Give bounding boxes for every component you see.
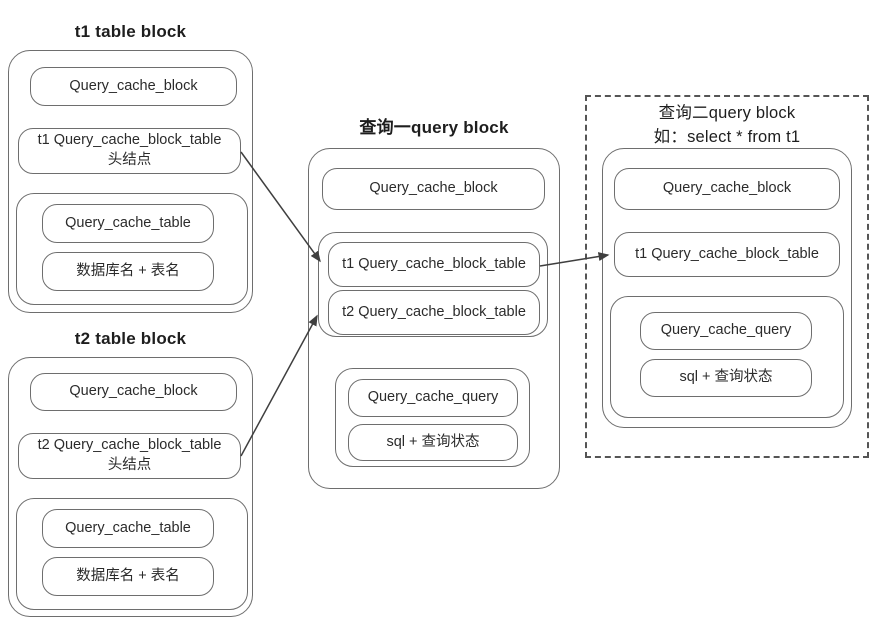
query2-query-cache-block-cell: Query_cache_block [614,168,840,210]
query1-t1-entry-cell: t1 Query_cache_block_table [328,242,540,287]
query2-dashed-boundary [585,95,869,458]
t1-block-title: t1 table block [74,22,187,41]
t1-head-node-cell: t1 Query_cache_block_table 头结点 [18,128,241,174]
t2-head-node-line2: 头结点 [107,457,152,473]
t2-db-table-name-cell: 数据库名 + 表名 [42,557,214,596]
t1-query-cache-block-cell: Query_cache_block [30,67,237,106]
t1-db-table-name-cell: 数据库名 + 表名 [42,252,214,291]
query1-block-title: 查询一query block [359,118,509,137]
t2-query-cache-table-cell: Query_cache_table [42,509,214,548]
query1-query-cache-block-cell: Query_cache_block [322,168,545,210]
query1-sql-status-cell: sql + 查询状态 [348,424,518,461]
query2-block-subtitle: 如：select * from t1 [653,128,801,146]
query2-t1-entry-cell: t1 Query_cache_block_table [614,232,840,277]
t1-head-node-line2: 头结点 [107,152,152,168]
t2-block-title: t2 table block [74,329,187,348]
query1-query-cache-query-cell: Query_cache_query [348,379,518,417]
t2-head-node-line1: t2 Query_cache_block_table [37,437,222,454]
query2-query-cache-query-cell: Query_cache_query [640,312,812,350]
query2-block-title: 查询二query block [658,104,796,122]
t2-head-node-cell: t2 Query_cache_block_table 头结点 [18,433,241,479]
t1-query-cache-table-cell: Query_cache_table [42,204,214,243]
t1-head-node-line1: t1 Query_cache_block_table [37,132,222,149]
query2-sql-status-cell: sql + 查询状态 [640,359,812,397]
t2-query-cache-block-cell: Query_cache_block [30,373,237,411]
query1-t2-entry-cell: t2 Query_cache_block_table [328,290,540,335]
